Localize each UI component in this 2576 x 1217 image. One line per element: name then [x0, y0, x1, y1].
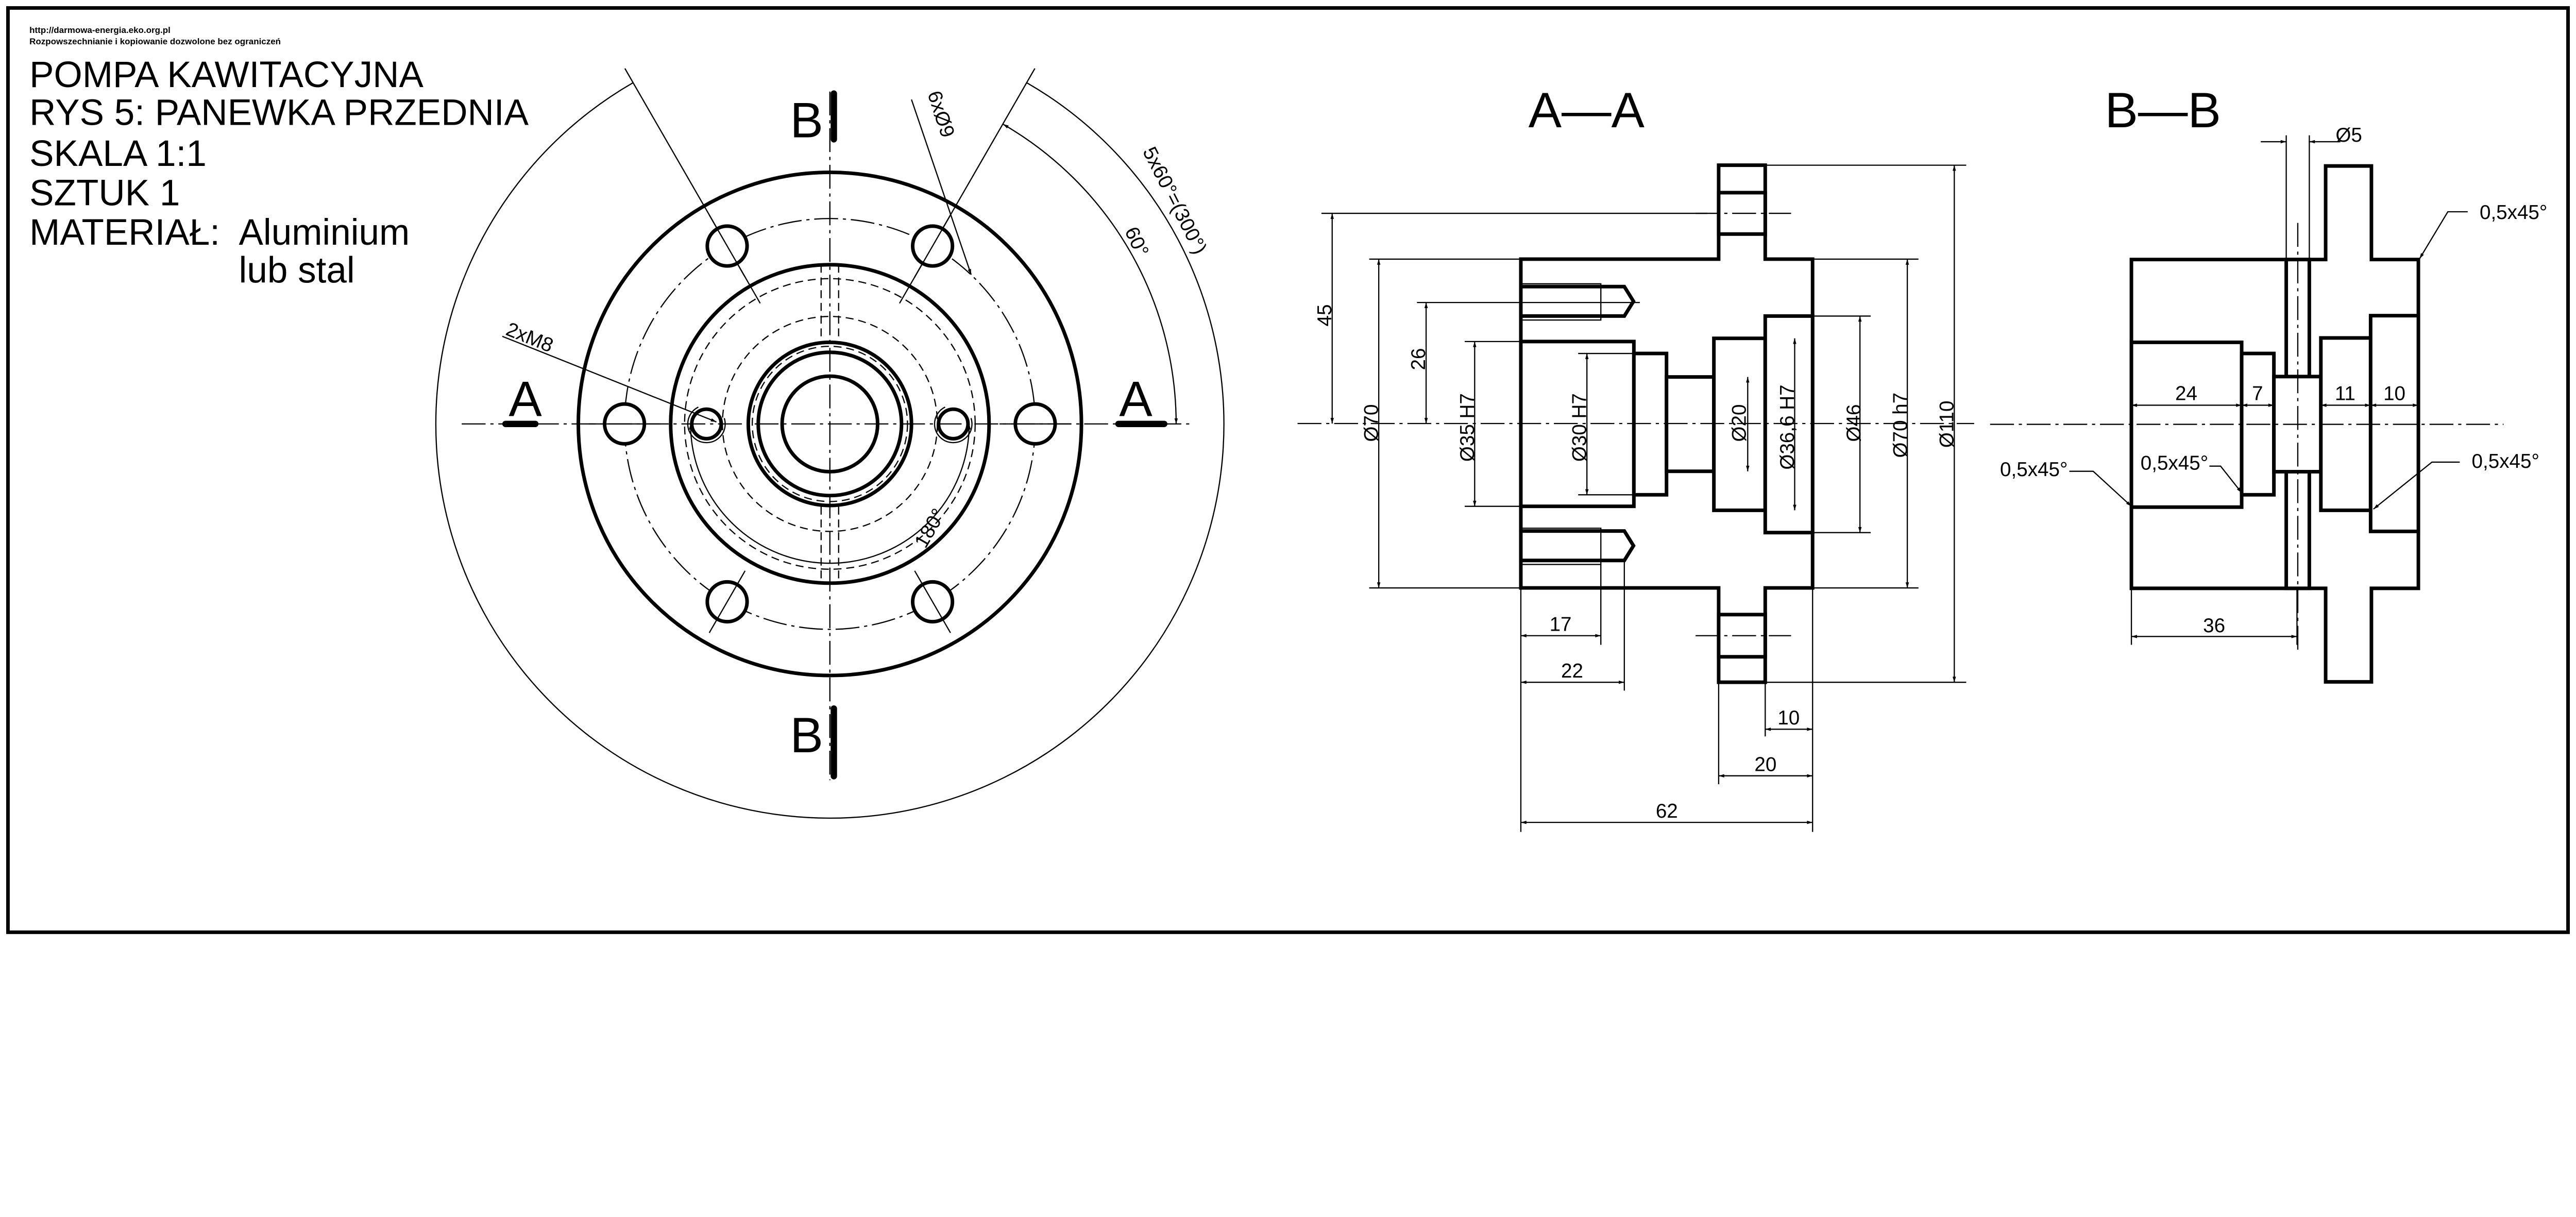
dim-17: 17 [1550, 614, 1572, 636]
dim-24: 24 [2175, 382, 2197, 404]
section-aa-title: A—A [1529, 83, 1645, 138]
section-a-label-left: A [509, 371, 542, 427]
section-b-label-top: B [790, 93, 823, 148]
thread-label: 2xM8 [503, 318, 556, 357]
thread-leader [502, 335, 717, 422]
dim-22: 22 [1561, 660, 1583, 682]
holes-leader [911, 99, 972, 275]
dim-phi46: Ø46 [1843, 404, 1865, 442]
dim-7: 7 [2252, 382, 2263, 404]
front-view: 2xM8 6xØ9 5x60°=(300°) 60° 180° B B A A [435, 68, 1225, 819]
header-url: http://darmowa-energia.eko.org.pl [29, 25, 171, 35]
drawing-frame [6, 6, 2570, 934]
dim-26: 26 [1408, 348, 1430, 370]
section-b-label-bottom: B [790, 708, 823, 763]
dim-11: 11 [2335, 382, 2355, 404]
dim-10-bb: 10 [2383, 382, 2405, 404]
section-bb: B—B Ø5 24 7 11 10 36 0,5x45° 0,5x45° 0,5… [1990, 83, 2547, 684]
material-value-1: Aluminium [239, 212, 410, 253]
aa-thread-hole-top [1519, 284, 1636, 318]
holes-label: 6xØ9 [923, 88, 959, 140]
title-line-1: POMPA KAWITACYJNA [29, 55, 423, 95]
angle-dimension-arc-300 [435, 82, 1225, 819]
bb-body [2129, 164, 2420, 684]
chamfer-left: 0,5x45° [2000, 459, 2067, 481]
angle-pattern-label: 5x60°=(300°) [1138, 143, 1211, 258]
material-value-2: lub stal [239, 250, 355, 291]
dim-phi70: Ø70 [1361, 404, 1383, 442]
dim-phi30: Ø30 H7 [1569, 393, 1591, 462]
chamfer-bottom-right: 0,5x45° [2472, 450, 2539, 472]
dim-62: 62 [1656, 800, 1678, 822]
title-line-2: RYS 5: PANEWKA PRZEDNIA [29, 93, 529, 133]
section-a-label-right: A [1119, 371, 1153, 427]
aa-thread-hole-bottom [1519, 529, 1636, 563]
dim-phi70h7: Ø70 h7 [1889, 393, 1911, 458]
section-bb-title: B—B [2105, 83, 2221, 138]
angle-180-label: 180° [910, 505, 950, 552]
dim-phi36-6: Ø36,6 H7 [1776, 384, 1799, 469]
dim-45: 45 [1314, 305, 1336, 327]
section-aa: A—A 45 26 Ø70 Ø35 H7 Ø30 H7 Ø20 Ø36,6 H7… [1297, 83, 1974, 832]
bolt-hole-centerline [708, 214, 746, 278]
angle-dimension-arc-180 [689, 424, 971, 564]
bolt-hole-centerline [914, 570, 951, 633]
bolt-hole-centerline [708, 570, 746, 633]
chamfer-middle: 0,5x45° [2141, 452, 2208, 475]
angle-60-label: 60° [1120, 224, 1153, 260]
dim-phi5: Ø5 [2335, 124, 2362, 146]
dim-phi20: Ø20 [1728, 404, 1750, 442]
dim-20: 20 [1754, 753, 1776, 775]
chamfer-top-right: 0,5x45° [2480, 201, 2547, 224]
title-block: http://darmowa-energia.eko.org.pl Rozpow… [29, 25, 529, 291]
dim-36: 36 [2203, 615, 2225, 637]
header-license: Rozpowszechnianie i kopiowanie dozwolone… [29, 37, 281, 46]
title-scale: SKALA 1:1 [29, 133, 207, 174]
title-quantity: SZTUK 1 [29, 173, 180, 214]
dim-phi35: Ø35 H7 [1456, 393, 1479, 462]
dim-10: 10 [1777, 707, 1800, 729]
bolt-hole-centerline [914, 214, 951, 278]
material-label: MATERIAŁ: [29, 212, 220, 253]
dim-phi110: Ø110 [1936, 401, 1958, 448]
technical-drawing: http://darmowa-energia.eko.org.pl Rozpow… [6, 6, 2570, 934]
angle-dimension-arc-60 [1003, 124, 1178, 424]
